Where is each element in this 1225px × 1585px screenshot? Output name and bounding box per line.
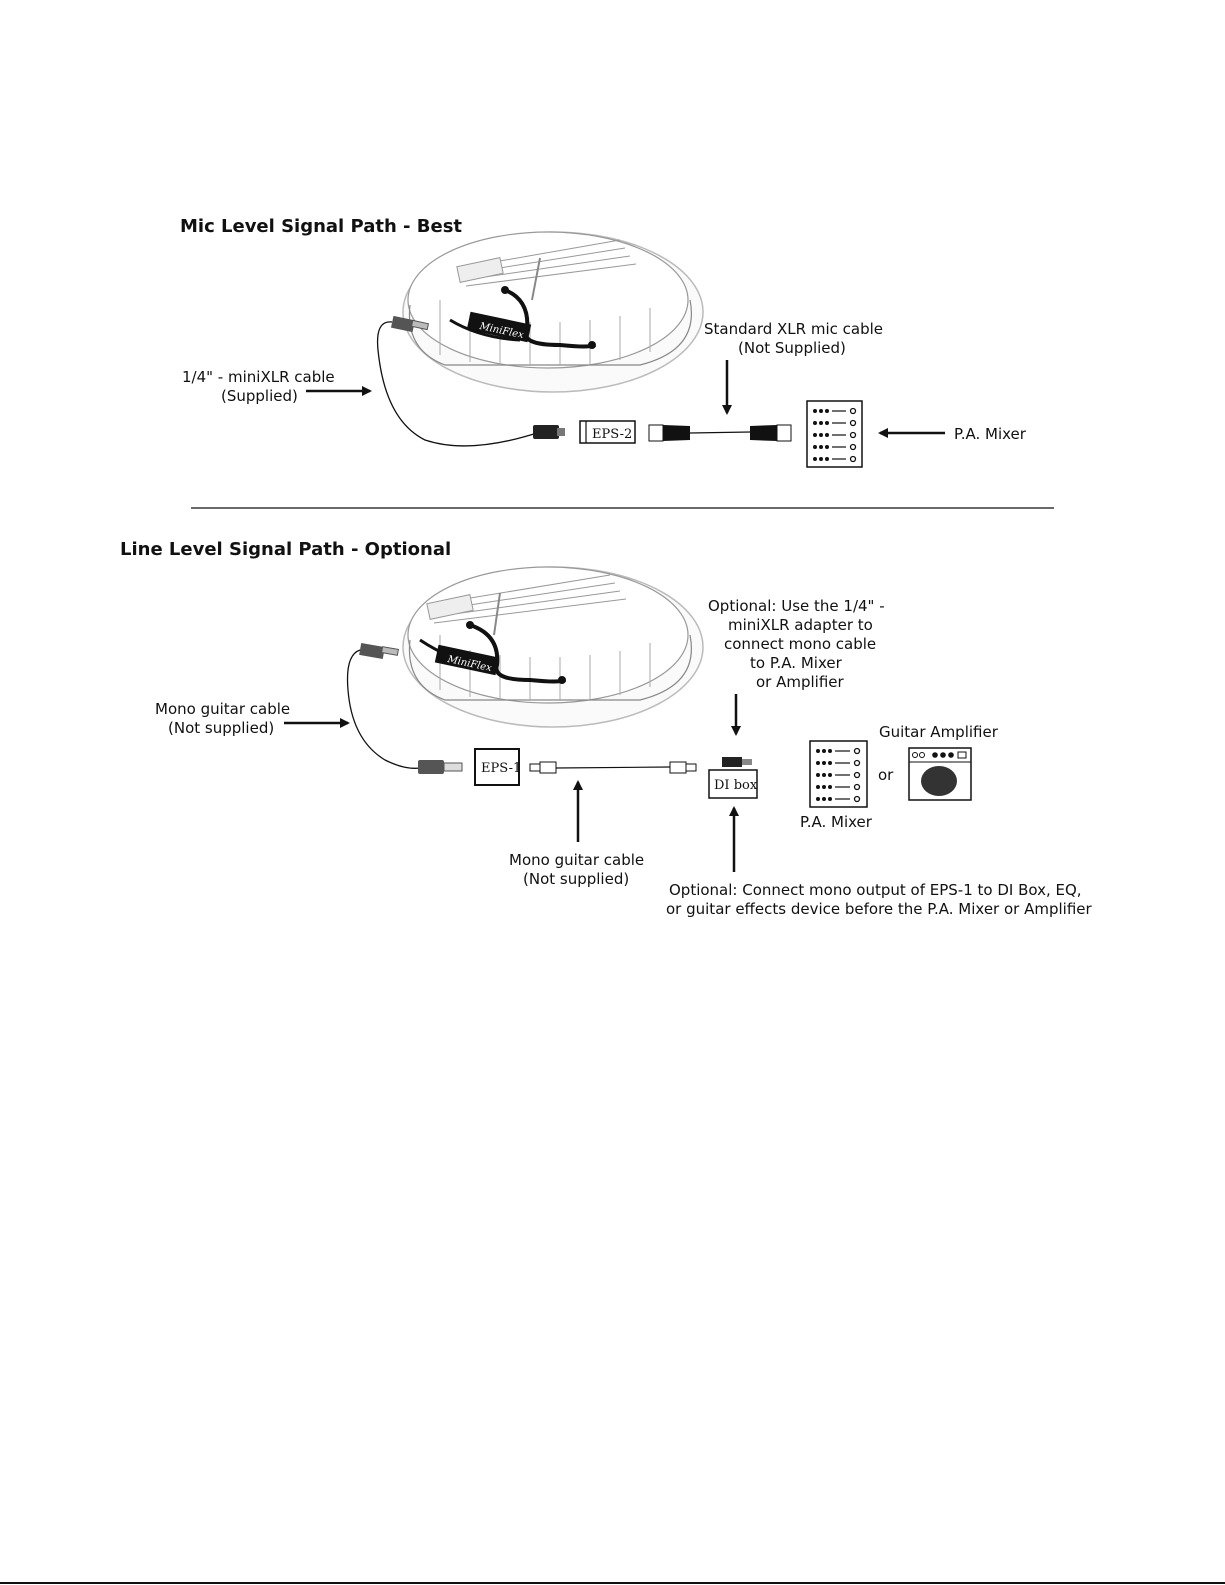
di-note-line2: or guitar effects device before the P.A.… — [666, 900, 1093, 918]
mic-section-heading: Mic Level Signal Path - Best — [180, 216, 462, 237]
miniXLR-adapter-icon — [722, 757, 752, 767]
di-box-label: DI box — [714, 778, 758, 793]
adapter-note-line2: miniXLR adapter to — [728, 616, 873, 634]
cable-supplied-label-line1: 1/4" - miniXLR cable — [182, 368, 335, 386]
eps2-label: EPS-2 — [592, 427, 632, 442]
mono-plug-bottom-icon — [418, 760, 463, 774]
eps1-label: EPS-1 — [481, 761, 521, 776]
adapter-note-line4: to P.A. Mixer — [750, 654, 843, 672]
cable-supplied-label-line2: (Supplied) — [221, 387, 298, 405]
or-label: or — [878, 766, 894, 784]
di-box: DI box — [708, 769, 758, 799]
quarter-inch-plug-icon — [390, 315, 430, 333]
mono-cable-middle — [529, 761, 697, 774]
miniXLR-plug-icon — [533, 425, 565, 439]
mono-cable-bottom-line1: Mono guitar cable — [509, 851, 644, 869]
pa-mixer-icon-line — [809, 740, 868, 808]
pa-mixer-icon-mic — [806, 400, 863, 468]
mono-cable-line-left — [346, 649, 421, 769]
mono-cable-left-line1: Mono guitar cable — [155, 700, 290, 718]
banjo-illustration-mic: MiniFlex — [402, 231, 704, 393]
mixer-label-mic: P.A. Mixer — [954, 425, 1027, 443]
adapter-note-line1: Optional: Use the 1/4" - — [708, 597, 885, 615]
miniXLR-cable-line — [376, 321, 541, 447]
eps2-device: EPS-2 — [579, 420, 636, 444]
line-section-heading: Line Level Signal Path - Optional — [120, 539, 451, 560]
mono-cable-left-line2: (Not supplied) — [168, 719, 274, 737]
mono-plug-top-icon — [359, 643, 399, 659]
mono-cable-bottom-line2: (Not supplied) — [523, 870, 629, 888]
xlr-cable — [648, 424, 792, 442]
adapter-note-line3: connect mono cable — [724, 635, 876, 653]
guitar-amplifier-icon — [908, 747, 972, 801]
amp-label: Guitar Amplifier — [879, 723, 999, 741]
di-note-line1: Optional: Connect mono output of EPS-1 t… — [669, 881, 1082, 899]
eps1-device: EPS-1 — [474, 748, 521, 786]
mixer-label-line: P.A. Mixer — [800, 813, 873, 831]
xlr-cable-label-line1: Standard XLR mic cable — [704, 320, 883, 338]
banjo-illustration-line: MiniFlex — [402, 566, 704, 728]
xlr-cable-label-line2: (Not Supplied) — [738, 339, 846, 357]
adapter-note-line5: or Amplifier — [756, 673, 845, 691]
